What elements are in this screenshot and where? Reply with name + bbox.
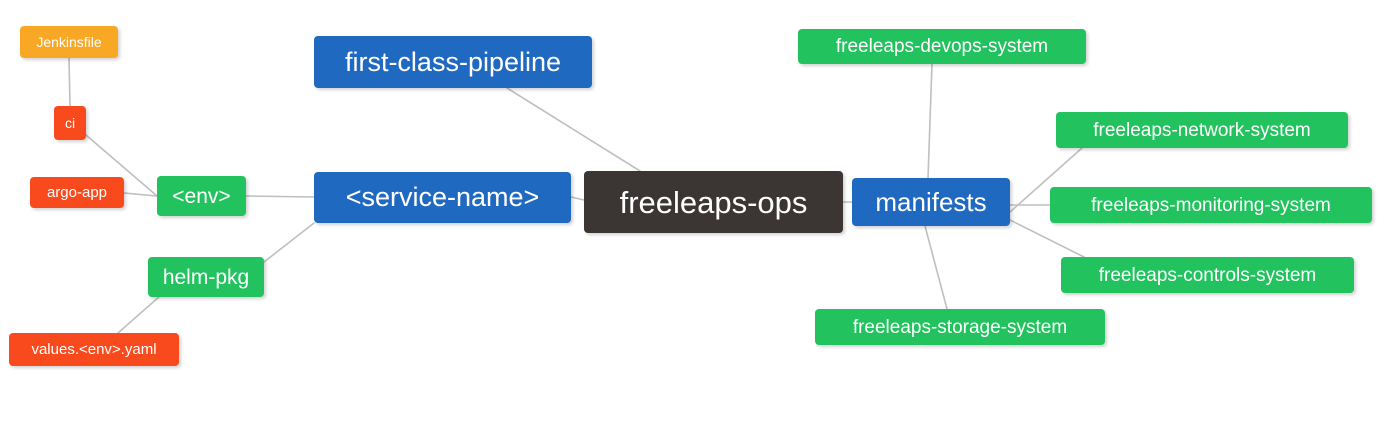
node-label-freeleaps-ops: freeleaps-ops xyxy=(619,184,808,220)
node-freeleaps-storage-system[interactable]: freeleaps-storage-system xyxy=(815,309,1105,345)
node-label-manifests: manifests xyxy=(875,187,987,217)
node-label-freeleaps-devops-system: freeleaps-devops-system xyxy=(835,36,1049,57)
edge-argo-app-to-env xyxy=(123,192,158,197)
node-values-env-yaml[interactable]: values.<env>.yaml xyxy=(9,333,179,366)
edge-first-class-pipeline-to-freeleaps-ops xyxy=(506,87,641,172)
node-label-values-env-yaml: values.<env>.yaml xyxy=(31,341,157,358)
node-label-first-class-pipeline: first-class-pipeline xyxy=(344,46,562,77)
node-label-ci: ci xyxy=(64,115,76,131)
edge-manifests-to-freeleaps-storage-system xyxy=(924,225,948,310)
edge-jenkinsfile-to-ci xyxy=(68,57,71,107)
node-label-service-name: <service-name> xyxy=(345,182,540,212)
node-label-env: <env> xyxy=(172,184,231,208)
node-ci[interactable]: ci xyxy=(54,106,86,140)
node-freeleaps-ops[interactable]: freeleaps-ops xyxy=(584,171,843,233)
node-service-name[interactable]: <service-name> xyxy=(314,172,571,223)
node-label-helm-pkg: helm-pkg xyxy=(162,265,250,289)
node-freeleaps-network-system[interactable]: freeleaps-network-system xyxy=(1056,112,1348,148)
node-helm-pkg[interactable]: helm-pkg xyxy=(148,257,264,297)
node-env[interactable]: <env> xyxy=(157,176,246,216)
edge-env-to-service-name xyxy=(245,195,315,198)
node-label-jenkinsfile: Jenkinsfile xyxy=(36,34,102,50)
node-freeleaps-controls-system[interactable]: freeleaps-controls-system xyxy=(1061,257,1354,293)
node-jenkinsfile[interactable]: Jenkinsfile xyxy=(20,26,118,58)
node-freeleaps-devops-system[interactable]: freeleaps-devops-system xyxy=(798,29,1086,64)
node-manifests[interactable]: manifests xyxy=(852,178,1010,226)
edge-manifests-to-freeleaps-controls-system xyxy=(1009,219,1085,258)
edge-helm-pkg-to-values-env-yaml xyxy=(117,295,161,334)
node-label-freeleaps-network-system: freeleaps-network-system xyxy=(1093,119,1311,141)
node-label-freeleaps-monitoring-system: freeleaps-monitoring-system xyxy=(1091,194,1331,216)
edge-service-name-to-helm-pkg xyxy=(263,222,315,263)
node-first-class-pipeline[interactable]: first-class-pipeline xyxy=(314,36,592,88)
node-label-freeleaps-controls-system: freeleaps-controls-system xyxy=(1098,264,1317,286)
edge-manifests-to-freeleaps-devops-system xyxy=(927,63,933,179)
node-label-argo-app: argo-app xyxy=(46,184,108,201)
node-label-freeleaps-storage-system: freeleaps-storage-system xyxy=(852,316,1068,338)
edge-service-name-to-freeleaps-ops xyxy=(570,196,585,201)
node-argo-app[interactable]: argo-app xyxy=(30,177,124,208)
node-freeleaps-monitoring-system[interactable]: freeleaps-monitoring-system xyxy=(1050,187,1372,223)
